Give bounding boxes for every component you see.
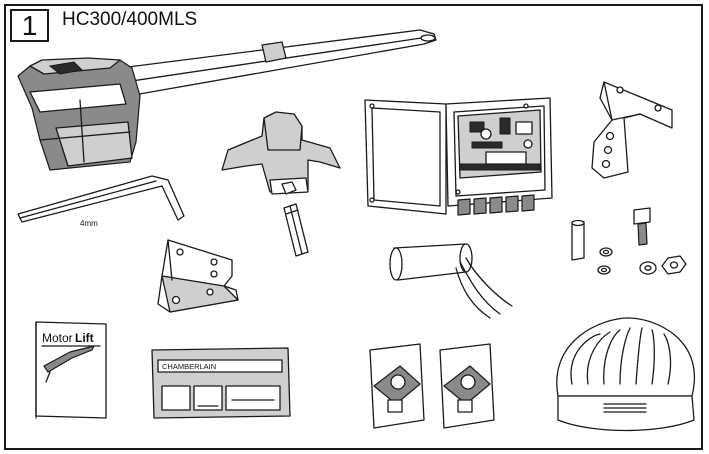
hex-key-size-label: 4mm (80, 219, 98, 228)
capacitor-part (389, 243, 513, 319)
rear-bracket-part (591, 81, 673, 179)
warning-light-part (556, 317, 695, 432)
cable-glands (457, 194, 535, 216)
gate-bracket-part (157, 239, 239, 313)
photo-eye-left-part (369, 343, 425, 429)
control-box-part (364, 97, 553, 216)
manual-part: Motor Lift (35, 321, 107, 419)
step-number: 1 (10, 9, 49, 42)
diagram-frame (4, 4, 703, 450)
remote-brand-label: CHAMBERLAIN (162, 362, 216, 371)
model-title: HC300/400MLS (62, 9, 198, 30)
photo-eye-right-part (439, 343, 495, 429)
hardware-kit-part (571, 207, 687, 275)
hex-key-part: 4mm (17, 175, 185, 228)
cap-part (221, 111, 341, 257)
manual-title-bold: Lift (75, 331, 94, 345)
manual-title-light: Motor (42, 331, 73, 345)
actuator-part (17, 29, 437, 171)
remote-control-part: CHAMBERLAIN (151, 347, 291, 419)
